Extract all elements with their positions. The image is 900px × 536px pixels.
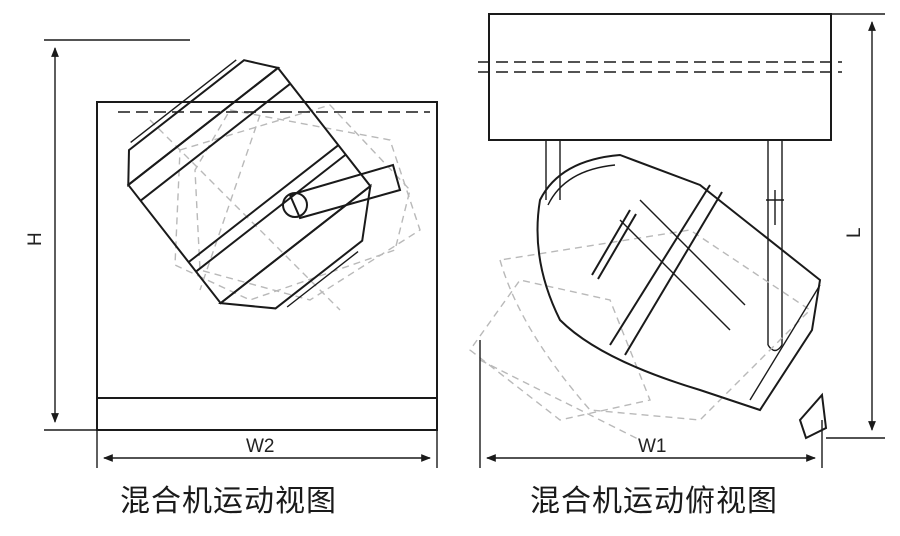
top-ghost-positions [469,229,812,441]
mixer-drawing: H W2 [25,13,885,468]
dimension-w2: W2 [96,430,438,468]
dimension-h-label: H [25,232,46,246]
dimension-h: H [25,39,190,431]
top-hanger-rods [545,140,784,352]
dimension-w1: W1 [479,340,823,468]
side-drum [126,59,372,310]
dimension-l-label: L [844,227,865,238]
caption-side-view: 混合机运动视图 [120,484,337,519]
dimension-w2-label: W2 [246,436,275,457]
dimension-l: L [826,13,885,439]
top-view: W1 L [469,13,885,468]
side-view: H W2 [25,39,438,468]
caption-top-view: 混合机运动俯视图 [530,484,778,519]
top-rail [478,13,842,141]
side-drive-arm [282,163,402,220]
dimension-w1-label: W1 [638,436,667,457]
side-ghost-positions [149,104,421,311]
top-drum [536,153,828,440]
